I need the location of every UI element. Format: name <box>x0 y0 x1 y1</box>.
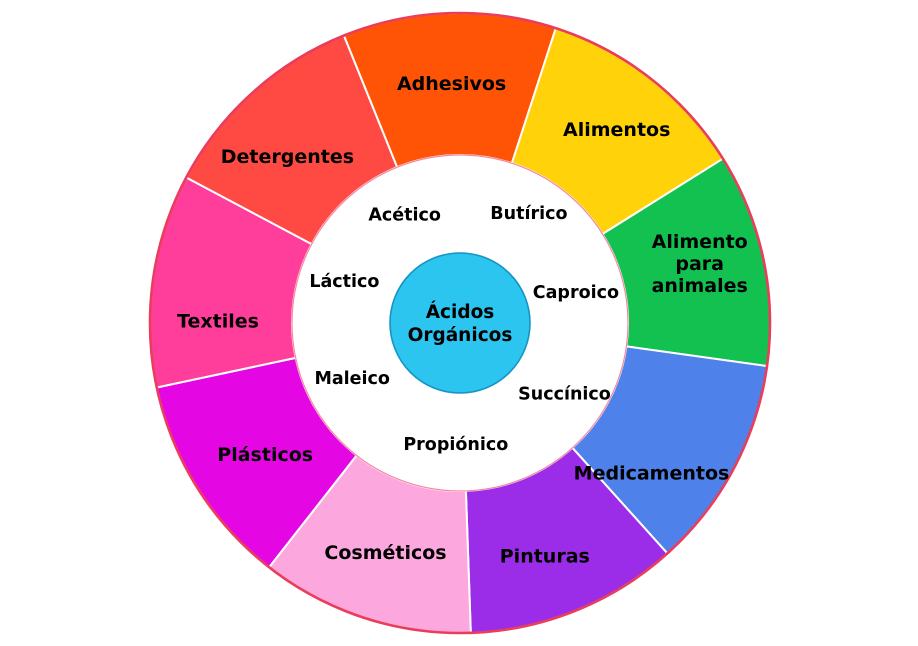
center-circle <box>389 252 531 394</box>
acid-label-propionico: Propiónico <box>403 435 508 455</box>
segment-label-textiles: Textiles <box>177 311 259 333</box>
segment-label-detergentes: Detergentes <box>221 146 354 168</box>
acid-label-butirico: Butírico <box>490 204 567 224</box>
segment-label-pinturas: Pinturas <box>500 546 590 568</box>
acid-label-succinico: Succínico <box>518 385 611 405</box>
segment-label-line: Alimento <box>652 231 748 253</box>
segment-label-line: Medicamentos <box>574 462 730 484</box>
segment-label-line: Cosméticos <box>324 542 446 564</box>
segment-label-line: para <box>675 253 724 275</box>
acid-label-acetico: Acético <box>368 205 441 225</box>
segment-label-line: Detergentes <box>221 146 354 168</box>
segment-label-line: animales <box>652 275 748 297</box>
segment-label-line: Alimentos <box>563 119 670 141</box>
segment-label-line: Adhesivos <box>397 73 506 95</box>
acid-label-maleico: Maleico <box>314 369 390 389</box>
segment-label-medicamentos: Medicamentos <box>574 462 730 484</box>
center-title-line: Orgánicos <box>408 325 513 346</box>
segment-label-plasticos: Plásticos <box>217 444 313 466</box>
segment-label-line: Textiles <box>177 311 259 333</box>
segment-label-line: Pinturas <box>500 546 590 568</box>
acid-label-lactico: Láctico <box>309 272 379 292</box>
segment-label-line: Plásticos <box>217 444 313 466</box>
segment-label-alimentos: Alimentos <box>563 119 670 141</box>
center-title-line: Ácidos <box>426 301 495 323</box>
segment-label-adhesivos: Adhesivos <box>397 73 506 95</box>
acid-label-caproico: Caproico <box>533 283 619 303</box>
outer-ring-border <box>148 11 772 635</box>
segment-label-cosmeticos: Cosméticos <box>324 542 446 564</box>
